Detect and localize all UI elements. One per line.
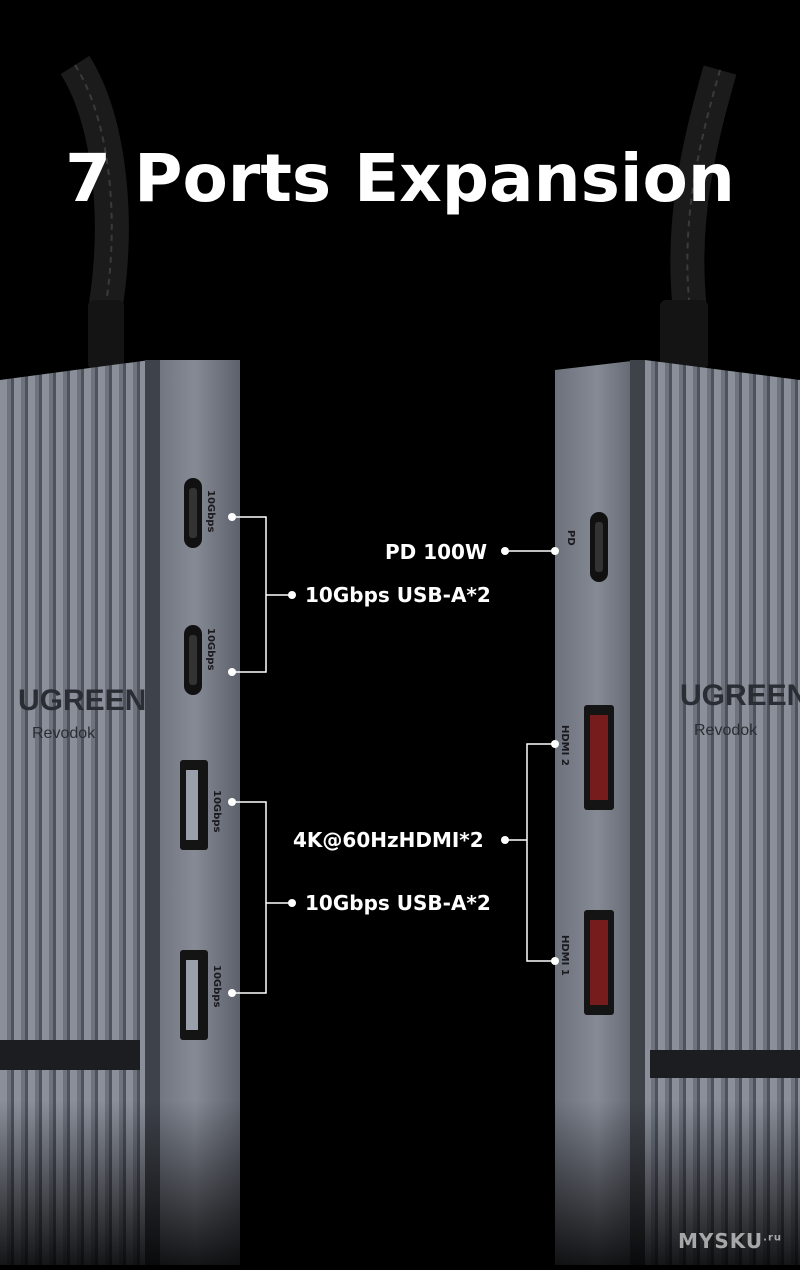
model-name-left: Revodok xyxy=(32,725,96,742)
model-name-right: Revodok xyxy=(694,722,758,739)
port-label-hdmi1: HDMI 1 xyxy=(559,935,570,976)
port-label-10g-2: 10Gbps xyxy=(205,628,216,670)
label-hdmi-4k60: 4K@60HzHDMI*2 xyxy=(293,828,484,852)
label-usb-a-10gbps: 10Gbps USB-A*2 xyxy=(305,891,491,915)
brand-logo-right: UGREEN xyxy=(680,679,800,712)
callout-lines-left xyxy=(232,516,292,994)
port-label-10g-4: 10Gbps xyxy=(211,965,222,1007)
watermark: MYSKU.ru xyxy=(677,1229,782,1253)
brand-logo-left: UGREEN xyxy=(18,684,146,717)
port-label-pd: PD xyxy=(565,530,576,546)
headline-title: 7 Ports Expansion xyxy=(65,140,735,217)
port-label-10g-3: 10Gbps xyxy=(211,790,222,832)
label-usb-c-10gbps: 10Gbps USB-A*2 xyxy=(305,583,491,607)
callout-lines-right xyxy=(505,550,555,962)
port-label-hdmi2: HDMI 2 xyxy=(559,725,570,766)
port-label-10g-1: 10Gbps xyxy=(205,490,216,532)
label-pd-100w: PD 100W xyxy=(385,540,488,564)
